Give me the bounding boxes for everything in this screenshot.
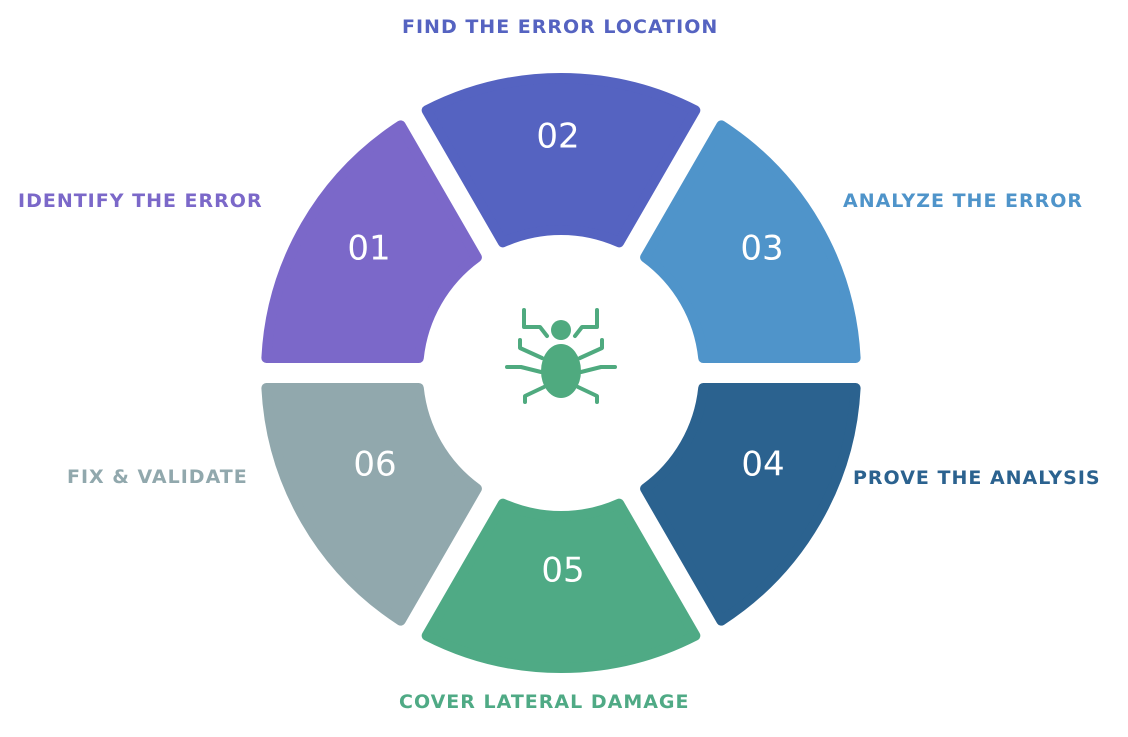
step-02-number: 02 [536,117,579,157]
bug-antenna-left [522,308,549,338]
bug-body [541,344,581,398]
bug-leg-left-middle [505,365,543,374]
bug-leg-right-front [578,338,604,360]
step-03-label: ANALYZE THE ERROR [843,190,1084,212]
bug-icon [505,308,617,404]
step-05-number: 05 [541,551,584,591]
step-06-segment [261,383,482,626]
bug-leg-left-back [523,385,546,404]
bug-head [551,320,571,340]
step-04-number: 04 [741,445,784,485]
step-04-segment [640,383,861,626]
cycle-ring [261,72,861,674]
step-03-segment [640,120,861,363]
step-01-number: 01 [347,229,390,269]
step-06-label: FIX & VALIDATE [67,466,248,488]
step-05-label: COVER LATERAL DAMAGE [399,691,690,713]
step-03-number: 03 [740,229,783,269]
bug-antenna-right [573,308,599,338]
bug-leg-right-back [576,385,599,404]
step-02-label: FIND THE ERROR LOCATION [402,16,719,38]
step-05-segment [421,498,701,674]
step-02-segment [421,72,701,248]
step-04-label: PROVE THE ANALYSIS [853,467,1101,489]
bug-leg-right-middle [579,365,617,374]
step-01-label: IDENTIFY THE ERROR [18,190,263,212]
bug-leg-left-front [518,338,544,360]
step-06-number: 06 [353,445,396,485]
step-01-segment [261,120,482,363]
